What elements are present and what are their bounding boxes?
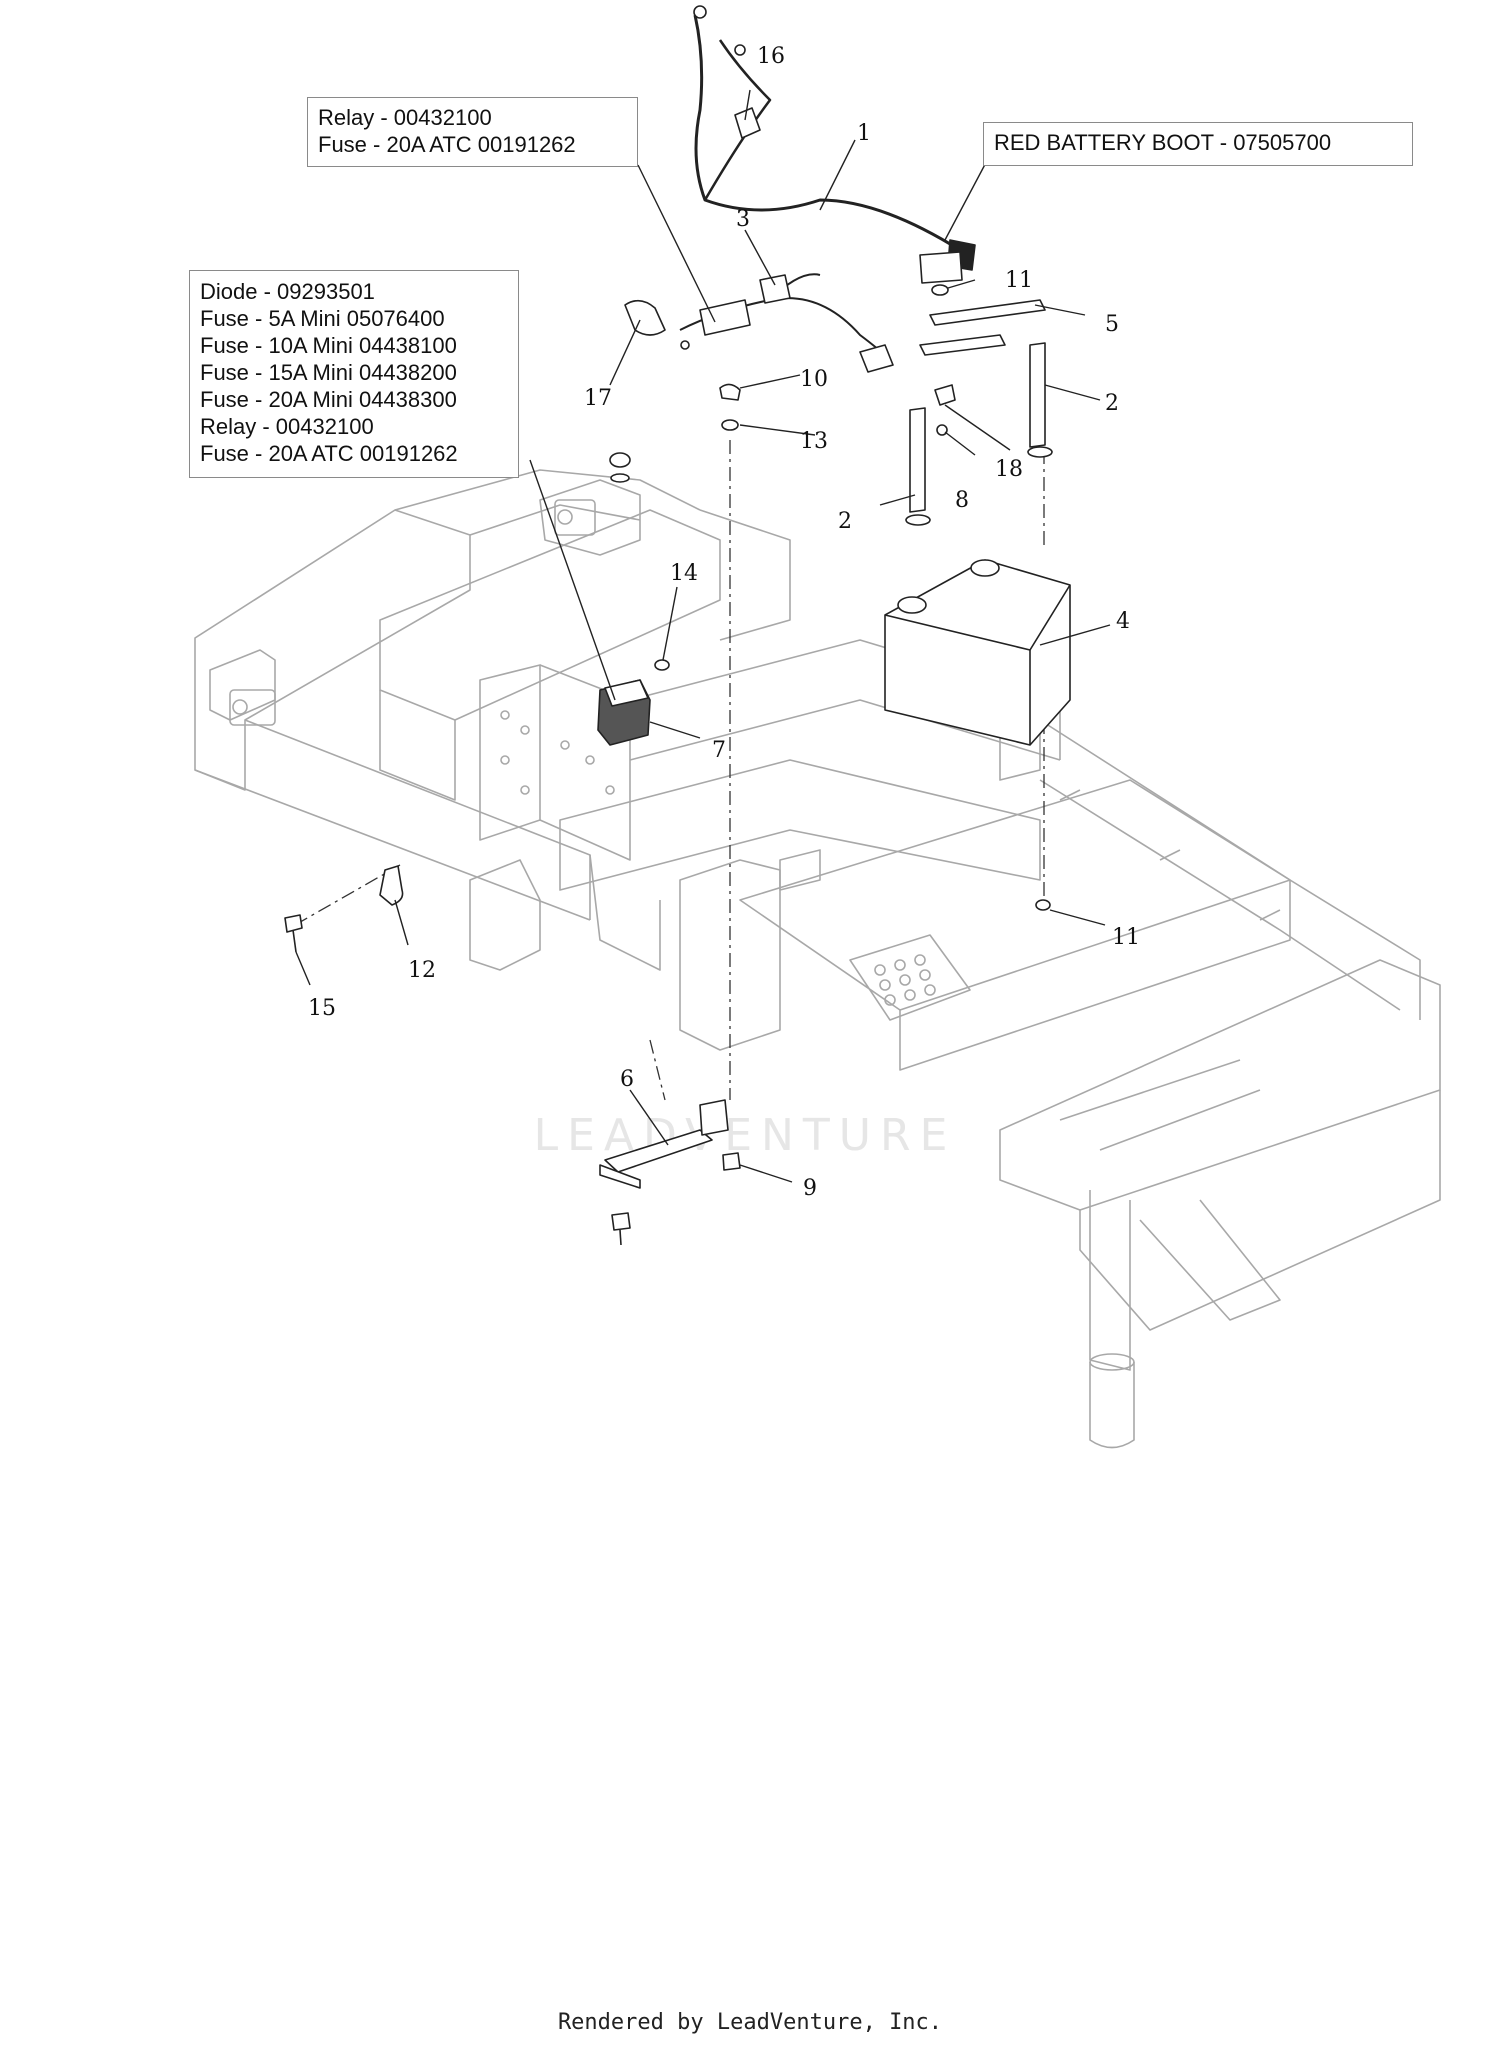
box-line: Relay - 00432100 (318, 105, 492, 130)
box-line: RED BATTERY BOOT - 07505700 (994, 130, 1332, 155)
callout-numbers: 16 1 3 11 5 2 10 13 17 18 8 2 14 4 7 11 … (308, 44, 1140, 1201)
battery-boot-info-box: RED BATTERY BOOT - 07505700 (983, 122, 1413, 166)
box-line: Relay - 00432100 (200, 414, 374, 439)
callout-10: 10 (800, 367, 828, 392)
render-credit-footer: Rendered by LeadVenture, Inc. (557, 2010, 943, 2035)
callout-7: 7 (712, 738, 726, 763)
box-line: Fuse - 5A Mini 05076400 (200, 306, 445, 331)
box-line: Fuse - 15A Mini 04438200 (200, 360, 457, 385)
callout-11-bottom: 11 (1112, 925, 1140, 950)
parts (284, 5, 1071, 1246)
callout-15: 15 (308, 996, 336, 1021)
callout-4: 4 (1116, 609, 1130, 634)
callout-17: 17 (584, 386, 612, 411)
relay-info-box: Relay - 00432100 Fuse - 20A ATC 00191262 (307, 97, 638, 167)
callout-11-top: 11 (1005, 268, 1033, 293)
callout-2-left: 2 (838, 509, 852, 534)
assembly-lines (294, 440, 1045, 1101)
callout-5: 5 (1105, 312, 1119, 337)
mower-frame (194, 469, 1441, 1449)
box-line: Fuse - 10A Mini 04438100 (200, 333, 457, 358)
callout-3: 3 (736, 207, 750, 232)
callout-14: 14 (670, 561, 698, 586)
callout-2-right: 2 (1105, 391, 1119, 416)
callout-9: 9 (803, 1176, 817, 1201)
diode-fuse-info-box: Diode - 09293501 Fuse - 5A Mini 05076400… (189, 270, 519, 478)
callout-13: 13 (800, 429, 828, 454)
box-line: Fuse - 20A ATC 00191262 (318, 132, 576, 157)
callout-6: 6 (620, 1067, 634, 1092)
leader-lines (295, 89, 1111, 1183)
callout-12: 12 (408, 958, 436, 983)
callout-16: 16 (757, 44, 785, 69)
box-line: Fuse - 20A Mini 04438300 (200, 387, 457, 412)
callout-8: 8 (955, 488, 969, 513)
callout-1: 1 (857, 121, 871, 146)
box-line: Diode - 09293501 (200, 279, 375, 304)
watermark-text: LEADVENTURE (534, 1110, 957, 1161)
box-line: Fuse - 20A ATC 00191262 (200, 441, 458, 466)
callout-18: 18 (995, 457, 1023, 482)
